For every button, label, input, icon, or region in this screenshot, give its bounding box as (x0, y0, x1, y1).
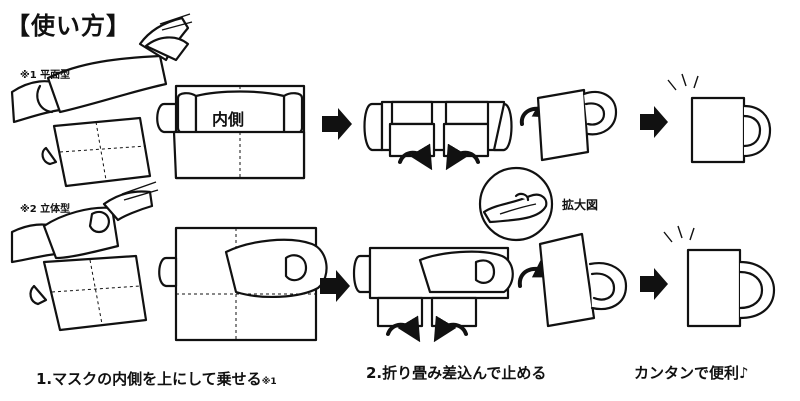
solid-type-tag: ※2 立体型 (20, 204, 71, 215)
rotate-solid-folder-step (517, 232, 628, 328)
step-1-caption: 1.マスクの内側を上にして乗せる※1 (36, 368, 277, 389)
folding-folder-step (363, 100, 513, 171)
page-title: 【使い方】 (6, 12, 131, 40)
finished-folder-solid (663, 225, 776, 328)
step-2-caption: 2.折り畳み差込んで止める (366, 364, 547, 382)
step-3-caption: カンタンで便利♪ (634, 364, 749, 382)
step-1-note: ※1 (261, 377, 277, 387)
open-folder-with-mask (156, 84, 306, 180)
flat-mask-hands-illustration (10, 13, 193, 124)
flat-folder-small (41, 116, 152, 188)
zoom-detail-circle (478, 166, 554, 242)
arrow-right-icon-2 (640, 106, 668, 138)
open-folder-with-solid-mask (158, 226, 328, 342)
flat-type-tag: ※1 平面型 (20, 70, 71, 81)
step-1-text: 1.マスクの内側を上にして乗せる (36, 370, 262, 388)
zoom-label: 拡大図 (562, 198, 599, 212)
arrow-right-icon-1 (322, 108, 352, 140)
arrow-right-icon-3 (320, 270, 350, 302)
rotate-folder-step (519, 88, 618, 162)
solid-mask-hands-illustration (10, 181, 159, 264)
arrow-right-icon-4 (640, 268, 668, 300)
mask-inner-label: 内側 (212, 110, 245, 129)
finished-folder-flat (667, 73, 772, 164)
folding-solid-folder-step (352, 246, 514, 343)
solid-folder-small (29, 254, 148, 332)
